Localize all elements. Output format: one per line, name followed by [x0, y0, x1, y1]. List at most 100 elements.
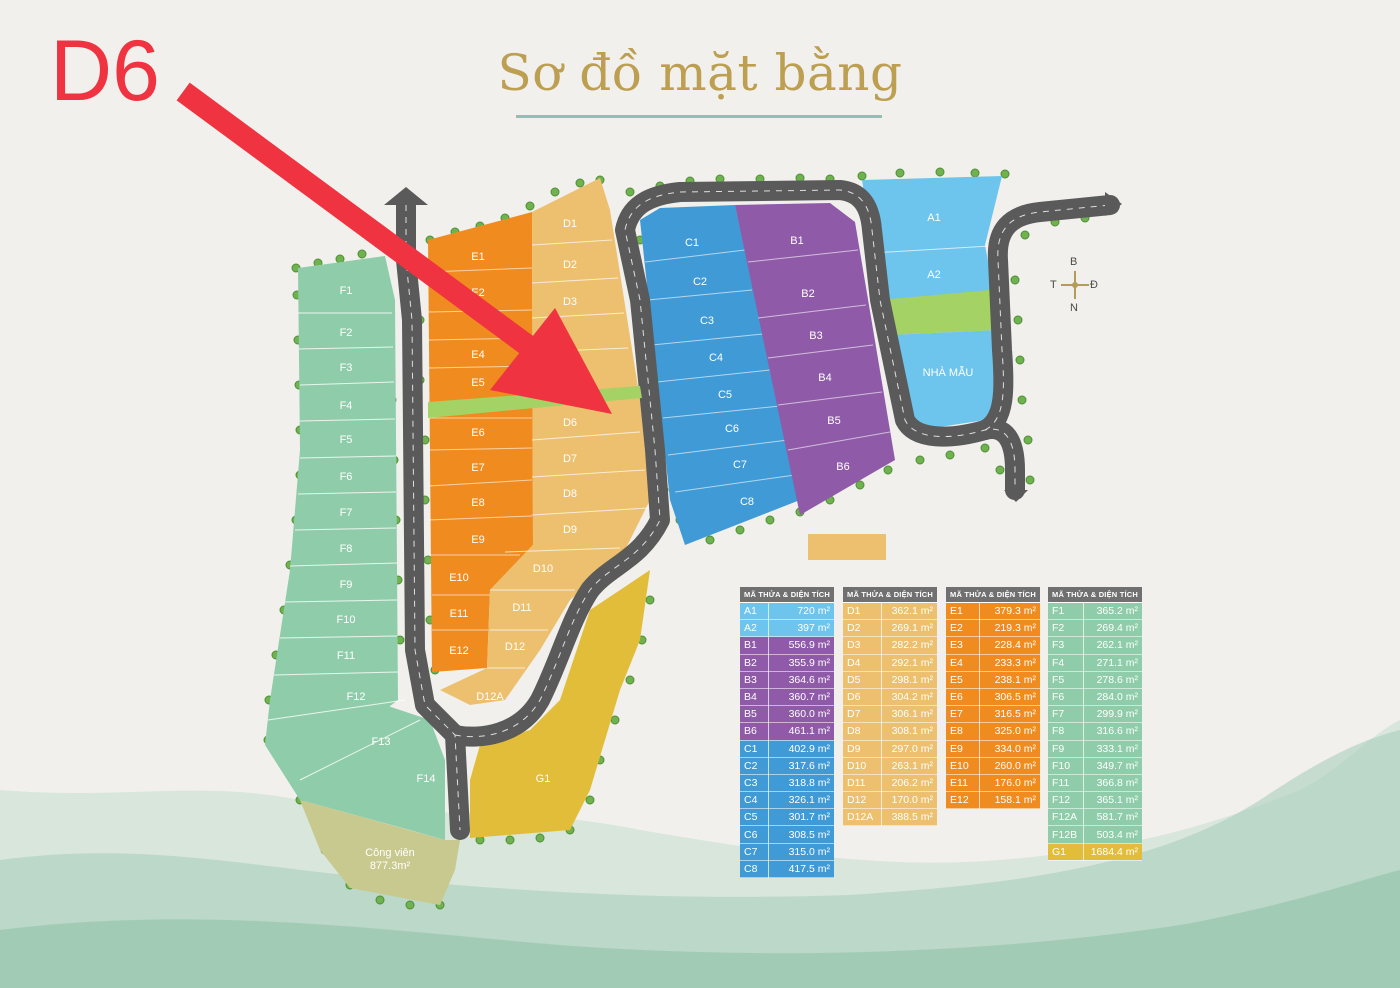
label-d10: D10: [533, 563, 553, 575]
block-f-dividers: [267, 312, 421, 781]
plot-area-cell: 176.0 m²: [979, 774, 1040, 793]
plot-code-cell: F4: [1048, 654, 1084, 672]
label-d12: D12: [505, 641, 525, 653]
label-e6: E6: [471, 427, 484, 439]
plot-area-cell: 365.1 m²: [1083, 791, 1142, 810]
plot-code-cell: D1: [843, 602, 883, 621]
plot-code-cell: F12: [1048, 791, 1084, 810]
block-c-dividers: [644, 249, 796, 493]
plot-code-cell: D6: [843, 688, 883, 707]
label-c3: C3: [700, 315, 714, 327]
plot-code-cell: B4: [740, 688, 770, 707]
road-markings: [405, 189, 1111, 831]
table-header: MÃ THỬA & DIỆN TÍCH: [740, 587, 834, 603]
plot-code-cell: F7: [1048, 705, 1084, 724]
plot-code-cell: E2: [946, 619, 980, 638]
block-f13-f14: [265, 705, 445, 840]
road-end-cap-top: [384, 187, 428, 205]
plot-area-cell: 360.7 m²: [768, 688, 834, 707]
block-g1: [470, 570, 650, 838]
plot-area-cell: 334.0 m²: [979, 740, 1040, 758]
plot-area-cell: 292.1 m²: [881, 654, 937, 672]
label-e7: E7: [471, 462, 484, 474]
plot-area-cell: 316.6 m²: [1083, 722, 1142, 741]
plot-area-cell: 284.0 m²: [1083, 688, 1142, 707]
label-c2: C2: [693, 276, 707, 288]
label-c1: C1: [685, 237, 699, 249]
plot-area-cell: 308.1 m²: [881, 722, 937, 741]
plot-code-cell: E8: [946, 722, 980, 741]
plot-area-cell: 326.1 m²: [768, 791, 834, 810]
legend-swatch: [808, 534, 886, 560]
plot-code-cell: F1: [1048, 602, 1084, 621]
label-f10: F10: [337, 614, 356, 626]
road-end-cap-south: [1004, 490, 1028, 502]
plot-code-cell: E4: [946, 654, 980, 672]
label-f11: F11: [337, 650, 355, 662]
label-e4: E4: [471, 349, 484, 361]
label-f7: F7: [340, 507, 353, 519]
label-f8: F8: [340, 543, 353, 555]
plot-area-cell: 360.0 m²: [768, 705, 834, 724]
label-b5: B5: [827, 415, 840, 427]
plot-code-cell: F3: [1048, 636, 1084, 655]
plot-area-cell: 315.0 m²: [768, 843, 834, 861]
label-park-area: 877.3m²: [370, 860, 411, 872]
label-b2: B2: [801, 288, 814, 300]
plot-area-cell: 364.6 m²: [768, 671, 834, 689]
plot-area-cell: 263.1 m²: [881, 757, 937, 775]
plot-labels: A1 A2 NHÀ MẪU B1 B2 B3 B4 B5 B6 C1 C2 C3…: [337, 212, 974, 872]
label-b3: B3: [809, 330, 822, 342]
plot-code-cell: F5: [1048, 671, 1084, 689]
plot-area-cell: 238.1 m²: [979, 671, 1040, 689]
plot-area-cell: 299.9 m²: [1083, 705, 1142, 724]
label-b6: B6: [836, 461, 849, 473]
plot-code-cell: F10: [1048, 757, 1084, 775]
plot-code-cell: D12: [843, 791, 883, 810]
label-f13: F13: [372, 736, 391, 748]
label-a1: A1: [927, 212, 940, 224]
label-e11: E11: [450, 608, 469, 620]
plot-code-cell: D5: [843, 671, 883, 689]
label-d12a: D12A: [476, 691, 504, 703]
plot-code-cell: F6: [1048, 688, 1084, 707]
label-f12: F12: [347, 691, 366, 703]
plot-code-cell: C7: [740, 843, 770, 861]
block-f: [265, 256, 398, 745]
road-end-cap-east: [1105, 192, 1122, 216]
label-e9: E9: [471, 534, 484, 546]
plot-area-cell: 402.9 m²: [768, 740, 834, 758]
label-d6: D6: [563, 417, 577, 429]
table-header: MÃ THỬA & DIỆN TÍCH: [1048, 587, 1142, 603]
plot-code-cell: F12B: [1048, 825, 1084, 844]
label-e5: E5: [471, 377, 484, 389]
plot-area-cell: 304.2 m²: [881, 688, 937, 707]
label-f6: F6: [340, 471, 353, 483]
plot-area-cell: 365.2 m²: [1083, 602, 1142, 621]
red-arrow-icon: [176, 82, 612, 414]
plot-code-cell: C3: [740, 774, 770, 793]
plot-code-cell: D9: [843, 740, 883, 758]
